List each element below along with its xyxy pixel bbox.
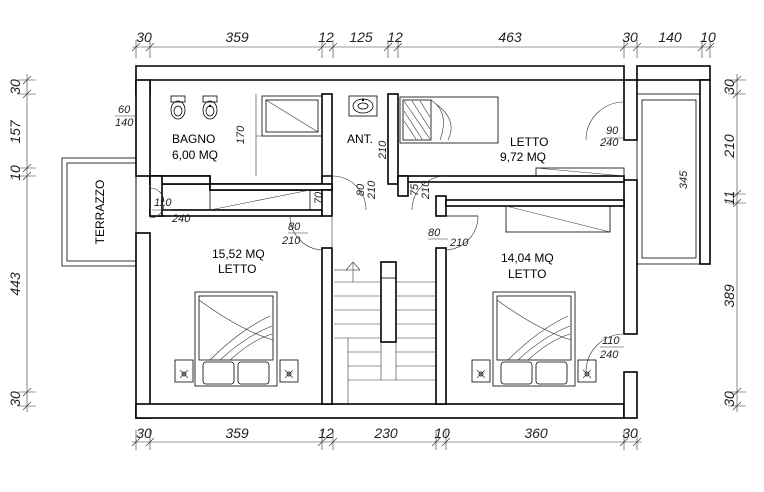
left-dim-4: 443	[7, 272, 23, 296]
ant-door-h: 210	[366, 180, 378, 200]
right-dim-2: 210	[721, 134, 737, 159]
left-dim-3: 10	[7, 165, 23, 181]
balcony-dim: 345	[678, 170, 690, 189]
bottom-dim-1: 30	[136, 425, 152, 441]
interior-walls	[149, 93, 625, 405]
nightstand-icon	[174, 359, 194, 383]
top-dim-4: 125	[349, 29, 373, 45]
letto2-door-h: 210	[281, 235, 301, 247]
bagno-area: 6,00 MQ	[172, 148, 218, 162]
bagno-height-dim: 170	[235, 125, 247, 144]
top-dim-5: 12	[387, 29, 403, 45]
letto3-door-w: 80	[428, 227, 441, 239]
letto3-name: LETTO	[508, 267, 546, 281]
ant-210-dim: 210	[377, 140, 389, 160]
letto2-area: 15,52 MQ	[212, 247, 265, 261]
right-dim-4: 389	[721, 284, 737, 308]
shower-tray-icon	[261, 95, 323, 137]
sink-icon	[348, 95, 378, 117]
ant-name: ANT.	[347, 132, 373, 146]
top-dim-2: 359	[225, 29, 249, 45]
top-dim-8: 140	[658, 29, 682, 45]
left-dim-1: 30	[7, 79, 23, 95]
double-bed-icon	[492, 291, 576, 387]
bottom-dimension-chain: 30 359 12 230 10 360 30	[131, 425, 642, 450]
bottom-dim-5: 10	[434, 425, 450, 441]
top-dimension-chain: 30 359 12 125 12 463 30 140 10	[131, 29, 716, 58]
wardrobe-2	[209, 189, 311, 211]
left-dimension-chain: 30 157 10 443 30	[7, 74, 36, 412]
room-bagno: BAGNO 6,00 MQ 60 140 170	[115, 94, 323, 176]
top-dim-7: 30	[622, 29, 638, 45]
terr-door-h: 240	[171, 213, 191, 225]
hall-doors: 80 210 75 210 80 210 80 210 70	[281, 175, 479, 251]
room-letto-2: 15,52 MQ LETTO 110 240	[149, 187, 311, 387]
left-dim-2: 157	[7, 119, 23, 144]
bottom-dim-6: 360	[524, 425, 548, 441]
letto1-window-h: 240	[599, 137, 619, 149]
right-dim-3: 11	[721, 191, 737, 206]
top-dim-6: 463	[498, 29, 522, 45]
terrazzo-label: TERRAZZO	[93, 180, 107, 245]
letto1-window-w: 90	[606, 125, 619, 137]
bottom-dim-4: 230	[373, 425, 398, 441]
bidet-icon	[202, 95, 218, 120]
bagno-window-w: 60	[118, 104, 131, 116]
letto1-door-w: 75	[409, 183, 421, 196]
double-bed-icon	[194, 291, 278, 387]
exterior-walls	[135, 65, 711, 419]
letto1-area: 9,72 MQ	[500, 150, 546, 164]
letto3-window-w: 110	[602, 335, 620, 347]
nightstand-icon	[471, 359, 491, 383]
bagno-window-h: 140	[115, 117, 134, 129]
nightstand-icon	[279, 359, 299, 383]
terrazzo: TERRAZZO	[61, 157, 137, 267]
letto3-window-h: 240	[599, 349, 619, 361]
wardrobe-3	[505, 205, 611, 233]
right-balcony: 345	[636, 79, 711, 265]
letto3-area: 14,04 MQ	[501, 251, 554, 265]
bagno-name: BAGNO	[172, 132, 215, 146]
bottom-dim-2: 359	[225, 425, 249, 441]
left-dim-5: 30	[7, 391, 23, 407]
right-dim-5: 30	[721, 391, 737, 407]
top-dim-9: 10	[700, 29, 716, 45]
bottom-dim-7: 30	[622, 425, 638, 441]
right-dim-1: 30	[721, 79, 737, 95]
top-dim-1: 30	[136, 29, 152, 45]
right-dimension-chain: 30 210 11 389 30	[721, 74, 746, 412]
room-letto-1: LETTO 9,72 MQ 90 240	[399, 96, 625, 177]
toilet-icon	[170, 95, 186, 120]
single-bed-icon	[399, 96, 499, 144]
wardrobe-1	[535, 167, 625, 177]
bottom-dim-3: 12	[318, 425, 334, 441]
hall-70-dim: 70	[313, 191, 325, 204]
letto1-door-h: 210	[420, 180, 432, 200]
letto3-door-h: 210	[449, 237, 469, 249]
ant-door-w: 80	[355, 183, 367, 196]
top-dim-3: 12	[318, 29, 334, 45]
terr-door-w: 110	[154, 197, 172, 209]
nightstand-icon	[577, 359, 597, 383]
letto1-name: LETTO	[510, 135, 548, 149]
staircase	[334, 261, 436, 404]
letto2-name: LETTO	[218, 262, 256, 276]
room-ant: ANT. 210	[347, 95, 389, 160]
letto2-door-w: 80	[288, 221, 301, 233]
room-letto-3: 14,04 MQ LETTO 110 240	[471, 205, 625, 387]
